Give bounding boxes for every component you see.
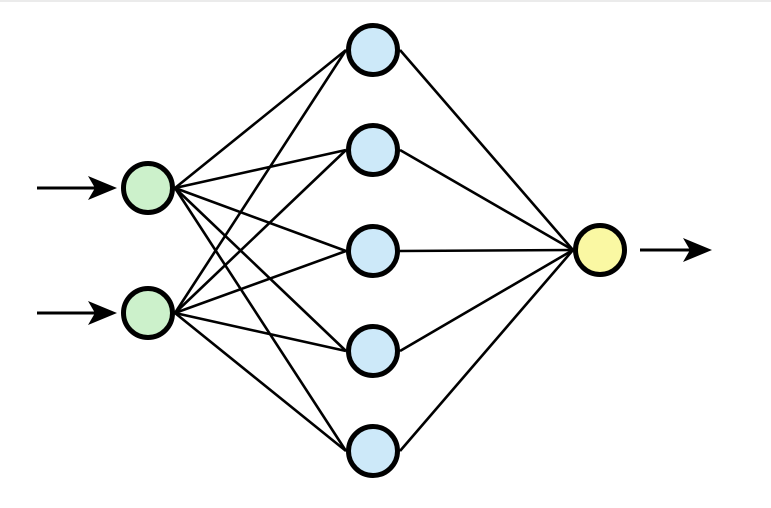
hidden-node xyxy=(346,23,400,77)
hidden-node xyxy=(346,224,400,278)
input-arrow-head xyxy=(88,301,117,325)
edge-line xyxy=(399,49,574,251)
output-arrow-head xyxy=(683,238,712,262)
output-node xyxy=(573,223,627,277)
edge-line xyxy=(399,148,574,252)
edge-line xyxy=(174,311,347,453)
hidden-node xyxy=(346,424,400,478)
hidden-node xyxy=(346,324,400,378)
edge-line xyxy=(399,249,574,452)
edge-line xyxy=(174,186,347,253)
input-arrow-head xyxy=(88,176,117,200)
input-node xyxy=(121,286,175,340)
edge-line xyxy=(174,187,347,352)
edge-line xyxy=(174,311,347,353)
edge-line xyxy=(399,248,574,253)
edge-line xyxy=(174,149,347,314)
hidden-node xyxy=(346,123,400,177)
edge-line xyxy=(399,248,574,353)
top-edge-strip xyxy=(0,0,771,2)
edge-line xyxy=(173,49,348,314)
input-node xyxy=(121,161,175,215)
edge-line xyxy=(174,249,347,315)
edge-line xyxy=(174,48,347,190)
edge-line xyxy=(174,148,347,190)
edge-line xyxy=(173,187,348,452)
